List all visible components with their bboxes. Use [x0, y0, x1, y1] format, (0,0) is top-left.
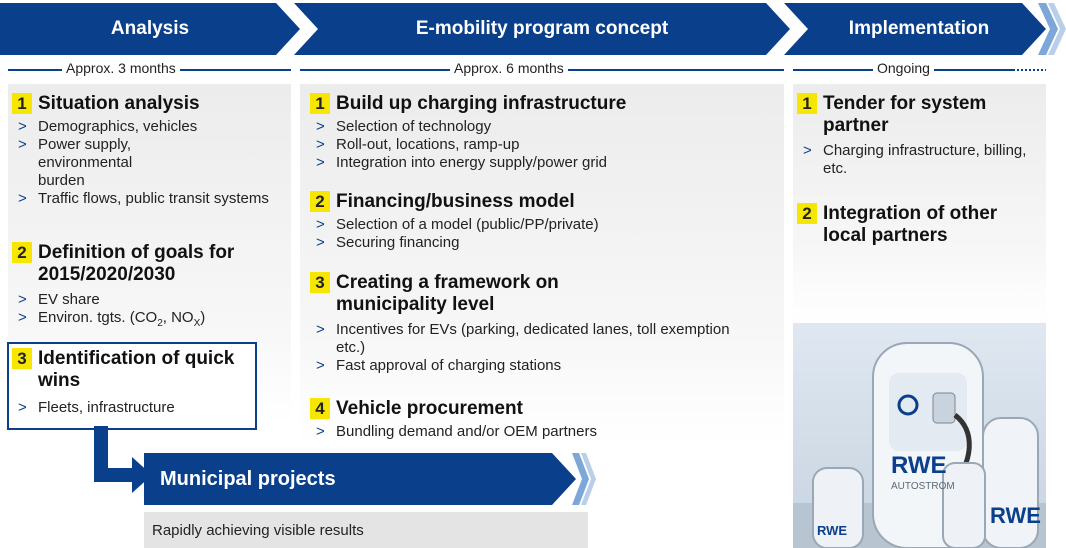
implementation-item-1-bullets: >Charging infrastructure, billing, etc. — [803, 142, 1027, 177]
phase-concept-label: E-mobility program concept — [415, 18, 669, 39]
duration-analysis: Approx. 3 months — [8, 60, 291, 80]
list-item: Selection of a model (public/PP/private) — [336, 216, 599, 233]
concept-item-4-bullets: >Bundling demand and/or OEM partners — [316, 423, 776, 441]
duration-concept: Approx. 6 months — [300, 60, 784, 80]
concept-item-2-title: Financing/business model — [336, 191, 575, 212]
list-item: Incentives for EVs (parking, dedicated l… — [336, 321, 730, 356]
rwe-brand-text-right: RWE — [990, 503, 1041, 528]
list-item: Selection of technology — [336, 118, 492, 135]
concept-item-3-heading: 3 Creating a framework on municipality le… — [310, 272, 770, 316]
rwe-brand-text: RWE — [891, 452, 947, 479]
list-item: EV share — [38, 291, 100, 308]
analysis-item-2-heading: 2 Definition of goals for 2015/2020/2030 — [12, 242, 282, 286]
implementation-item-1-title: Tender for system partner — [823, 93, 987, 136]
analysis-item-3-heading: 3 Identification of quick wins — [12, 348, 252, 392]
implementation-item-2-title: Integration of other local partners — [823, 203, 998, 246]
list-item: Traffic flows, public transit systems — [38, 190, 269, 207]
duration-implementation: Ongoing — [793, 60, 1046, 80]
list-item: Power supply, environmental burden — [38, 136, 133, 189]
list-item: Environ. tgts. (CO2, NOX) — [38, 309, 206, 329]
autostrom-text: AUTOSTROM — [891, 481, 955, 492]
charging-station-illustration: RWE AUTOSTROM RWE RWE — [793, 342, 1046, 548]
number-badge: 1 — [310, 93, 330, 114]
phase-analysis-label: Analysis — [110, 18, 190, 39]
list-item: Charging infrastructure, billing, etc. — [823, 142, 1027, 177]
list-item: Integration into energy supply/power gri… — [336, 154, 607, 171]
municipal-result-text: Rapidly achieving visible results — [152, 521, 364, 539]
duration-analysis-label: Approx. 3 months — [62, 60, 180, 76]
concept-item-4-heading: 4 Vehicle procurement — [310, 398, 523, 420]
concept-item-1-bullets: >Selection of technology >Roll-out, loca… — [316, 118, 776, 172]
analysis-item-2-bullets: >EV share >Environ. tgts. (CO2, NOX) — [18, 291, 288, 333]
analysis-item-1-title: Situation analysis — [38, 93, 200, 114]
analysis-item-2-title: Definition of goals for 2015/2020/2030 — [38, 242, 235, 285]
implementation-item-1-heading: 1 Tender for system partner — [797, 93, 1042, 137]
duration-implementation-label: Ongoing — [873, 60, 934, 76]
concept-item-3-title: Creating a framework on municipality lev… — [336, 272, 559, 315]
number-badge: 3 — [12, 348, 32, 369]
list-item: Fast approval of charging stations — [336, 357, 562, 374]
implementation-column — [793, 84, 1046, 323]
number-badge: 1 — [797, 93, 817, 114]
number-badge: 4 — [310, 398, 330, 419]
concept-item-1-title: Build up charging infrastructure — [336, 93, 627, 114]
list-item: Fleets, infrastructure — [38, 399, 175, 416]
quick-wins-box — [7, 342, 257, 430]
list-item: Demographics, vehicles — [38, 118, 198, 135]
municipal-projects-banner: Municipal projects — [144, 453, 576, 505]
list-item: Roll-out, locations, ramp-up — [336, 136, 520, 153]
municipal-tail-chevrons — [572, 453, 596, 505]
concept-item-2-bullets: >Selection of a model (public/PP/private… — [316, 216, 776, 252]
charging-station-photo: RWE AUTOSTROM RWE RWE — [793, 323, 1046, 548]
number-badge: 2 — [12, 242, 32, 263]
analysis-item-1-heading: 1 Situation analysis — [12, 93, 200, 115]
number-badge: 2 — [310, 191, 330, 212]
concept-item-2-heading: 2 Financing/business model — [310, 191, 575, 213]
analysis-item-3-bullets: >Fleets, infrastructure — [18, 399, 258, 417]
municipal-result-box: Rapidly achieving visible results — [144, 512, 588, 548]
list-item: Securing financing — [336, 234, 460, 251]
concept-column — [300, 84, 784, 444]
analysis-item-1-bullets: >Demographics, vehicles >Power supply, e… — [18, 118, 288, 208]
number-badge: 3 — [310, 272, 330, 293]
rwe-brand-text-left: RWE — [817, 523, 847, 538]
number-badge: 1 — [12, 93, 32, 114]
concept-item-3-bullets: >Incentives for EVs (parking, dedicated … — [316, 321, 776, 375]
phase-tail-chevrons — [1038, 3, 1066, 55]
phase-concept: E-mobility program concept — [294, 3, 790, 55]
duration-concept-label: Approx. 6 months — [450, 60, 568, 76]
connector-arrow-head — [132, 457, 152, 493]
municipal-projects-label: Municipal projects — [160, 467, 336, 490]
analysis-item-3-title: Identification of quick wins — [38, 348, 235, 391]
phase-analysis: Analysis — [0, 3, 300, 55]
list-item: Bundling demand and/or OEM partners — [336, 423, 597, 440]
number-badge: 2 — [797, 203, 817, 224]
phase-implementation-label: Implementation — [848, 18, 990, 39]
concept-item-4-title: Vehicle procurement — [336, 398, 523, 419]
concept-item-1-heading: 1 Build up charging infrastructure — [310, 93, 626, 115]
implementation-item-2-heading: 2 Integration of other local partners — [797, 203, 1042, 247]
phase-implementation: Implementation — [784, 3, 1046, 55]
